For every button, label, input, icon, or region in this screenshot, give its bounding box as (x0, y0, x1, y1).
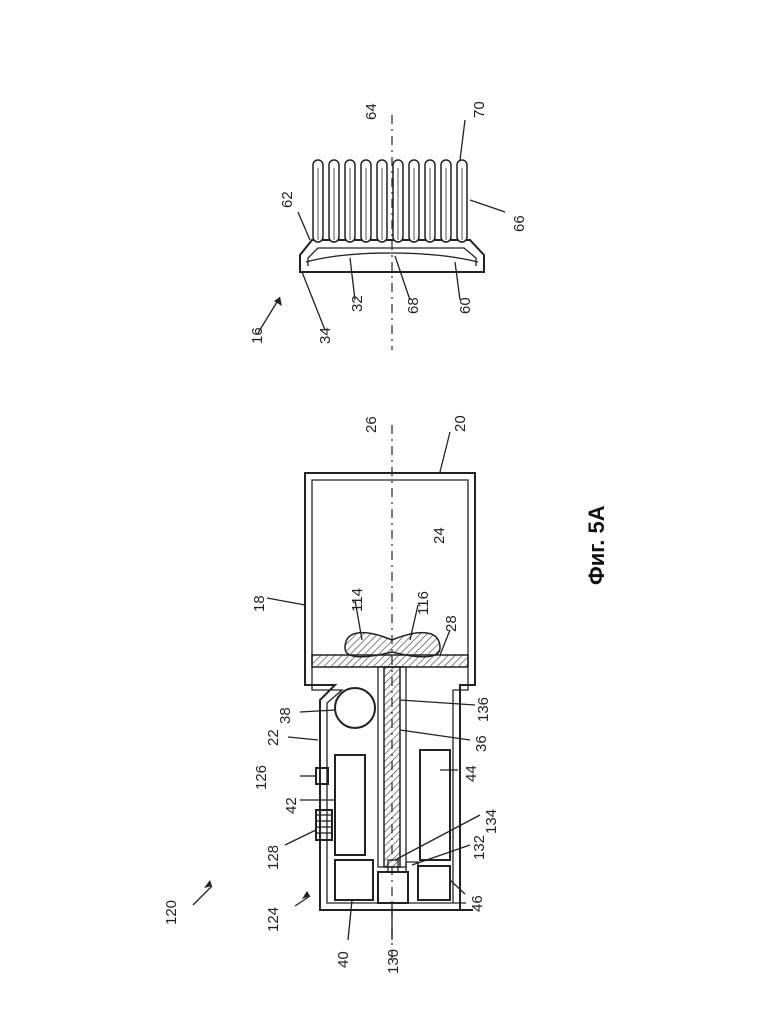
label-20: 20 (452, 415, 469, 432)
label-40: 40 (335, 951, 352, 968)
sensor-ball-38 (335, 688, 375, 728)
component-42 (335, 755, 365, 855)
label-66: 66 (511, 215, 528, 232)
label-42: 42 (283, 797, 300, 814)
label-132: 132 (471, 835, 488, 860)
button-126 (316, 768, 328, 784)
label-18: 18 (251, 595, 268, 612)
label-70: 70 (471, 101, 488, 118)
label-38: 38 (277, 707, 294, 724)
label-16: 16 (249, 327, 266, 344)
label-44: 44 (463, 765, 480, 782)
shaft-36 (384, 667, 400, 867)
label-60: 60 (457, 297, 474, 314)
label-32: 32 (349, 295, 366, 312)
label-64: 64 (363, 103, 380, 120)
component-130 (378, 872, 408, 903)
label-62: 62 (279, 191, 296, 208)
label-46: 46 (469, 895, 486, 912)
leader-lines (193, 120, 505, 940)
label-116: 116 (415, 591, 432, 615)
label-120: 120 (163, 900, 180, 925)
label-68: 68 (405, 297, 422, 314)
label-128: 128 (265, 845, 282, 870)
label-26: 26 (363, 416, 380, 433)
label-134: 134 (483, 809, 500, 834)
label-28: 28 (443, 615, 460, 632)
label-124: 124 (265, 907, 282, 932)
label-126: 126 (253, 765, 270, 790)
label-136: 136 (475, 697, 492, 722)
base-curve (306, 253, 478, 262)
component-46 (418, 866, 450, 900)
label-36: 36 (473, 735, 490, 752)
label-34: 34 (317, 327, 334, 344)
component-44 (420, 750, 450, 860)
component-40 (335, 860, 373, 900)
figure-caption: Фиг. 5А (584, 505, 609, 585)
plate-28 (312, 655, 468, 667)
label-24: 24 (431, 527, 448, 544)
arrow-124 (302, 891, 310, 899)
label-114: 114 (349, 588, 366, 612)
label-130: 130 (385, 949, 402, 974)
label-22: 22 (265, 729, 282, 746)
spring-128 (316, 810, 332, 840)
